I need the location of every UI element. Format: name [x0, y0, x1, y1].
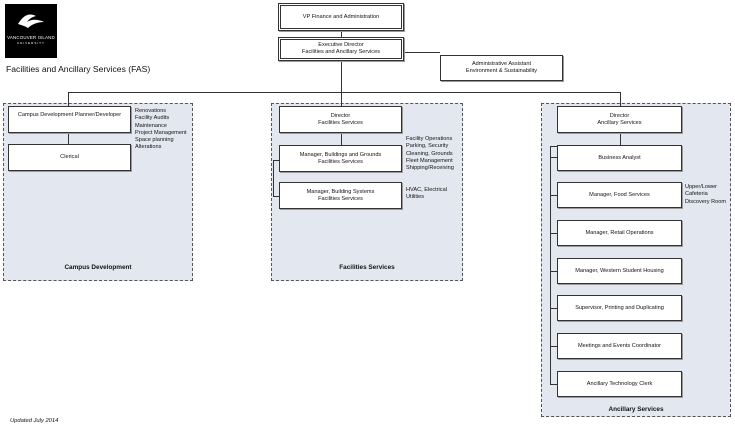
vp-finance-label: VP Finance and Administration	[302, 13, 380, 20]
executive-director-label: Executive Director Facilities and Ancill…	[301, 42, 381, 55]
admin-assistant-box: Administrative Assistant Environment & S…	[440, 55, 563, 81]
logo-line2: UNIVERSITY	[16, 41, 45, 45]
dept-title-ancillary-services: Ancillary Services	[608, 406, 664, 413]
clerical-box: Clerical	[8, 144, 131, 171]
ancillary-position-label: Manager, Western Student Housing	[575, 267, 664, 274]
ancillary-position-label: Meetings and Events Coordinator	[577, 342, 662, 349]
ancillary-position-label: Ancillary Technology Clerk	[586, 380, 653, 387]
vp-finance-box: VP Finance and Administration	[278, 3, 404, 31]
dept-title-campus-development: Campus Development	[64, 264, 132, 271]
executive-director-box: Executive Director Facilities and Ancill…	[278, 37, 404, 61]
ancillary-director-box: Director Ancillary Services	[557, 106, 682, 133]
ancillary-position-label: Manager, Food Services	[589, 191, 650, 198]
manager-building-systems-box: Manager, Building Systems Facilities Ser…	[279, 182, 402, 209]
manager-buildings-grounds-box: Manager, Buildings and Grounds Facilitie…	[279, 145, 402, 172]
ancillary-position-retail-operations: Manager, Retail Operations	[557, 220, 682, 246]
manager-building-systems-label: Manager, Building Systems Facilities Ser…	[306, 188, 375, 202]
campus-planner-box: Campus Development Planner/Developer	[8, 106, 131, 133]
page-title: Facilities and Ancillary Services (FAS)	[6, 64, 151, 74]
logo-line1: VANCOUVER ISLAND	[7, 35, 55, 40]
ancillary-position-label: Supervisor, Printing and Duplicating	[575, 304, 664, 311]
bird-logo-icon	[18, 14, 44, 28]
clerical-label: Clerical	[60, 154, 79, 160]
facilities-bs-duties: HVAC, Electrical Utilities	[406, 187, 447, 201]
campus-planner-label: Campus Development Planner/Developer	[17, 112, 122, 118]
ancillary-position-technology-clerk: Ancillary Technology Clerk	[557, 371, 682, 397]
updated-date: Updated July 2014	[10, 418, 59, 424]
food-services-duties: Upper/Lower Cafeteria Discovery Room	[685, 184, 727, 205]
dept-title-facilities-services: Facilities Services	[339, 264, 395, 271]
ancillary-position-printing: Supervisor, Printing and Duplicating	[557, 295, 682, 321]
ancillary-position-label: Manager, Retail Operations	[585, 229, 654, 236]
facilities-director-label: Director Facilities Services	[318, 112, 363, 126]
ancillary-director-label: Director Ancillary Services	[597, 112, 642, 126]
university-logo: VANCOUVER ISLAND UNIVERSITY	[5, 4, 57, 58]
admin-assistant-label: Administrative Assistant Environment & S…	[465, 61, 538, 74]
ancillary-position-label: Business Analyst	[598, 154, 641, 161]
ancillary-position-meetings-events: Meetings and Events Coordinator	[557, 333, 682, 359]
ancillary-position-business-analyst: Business Analyst	[557, 145, 682, 171]
facilities-bg-duties: Facility Operations Parking, Security Cl…	[406, 136, 454, 172]
manager-buildings-grounds-label: Manager, Buildings and Grounds Facilitie…	[299, 151, 382, 165]
ancillary-position-student-housing: Manager, Western Student Housing	[557, 258, 682, 284]
facilities-director-box: Director Facilities Services	[279, 106, 402, 133]
campus-duties: Renovations Facility Audits Maintenance …	[135, 108, 187, 151]
ancillary-position-food-services: Manager, Food Services	[557, 182, 682, 208]
